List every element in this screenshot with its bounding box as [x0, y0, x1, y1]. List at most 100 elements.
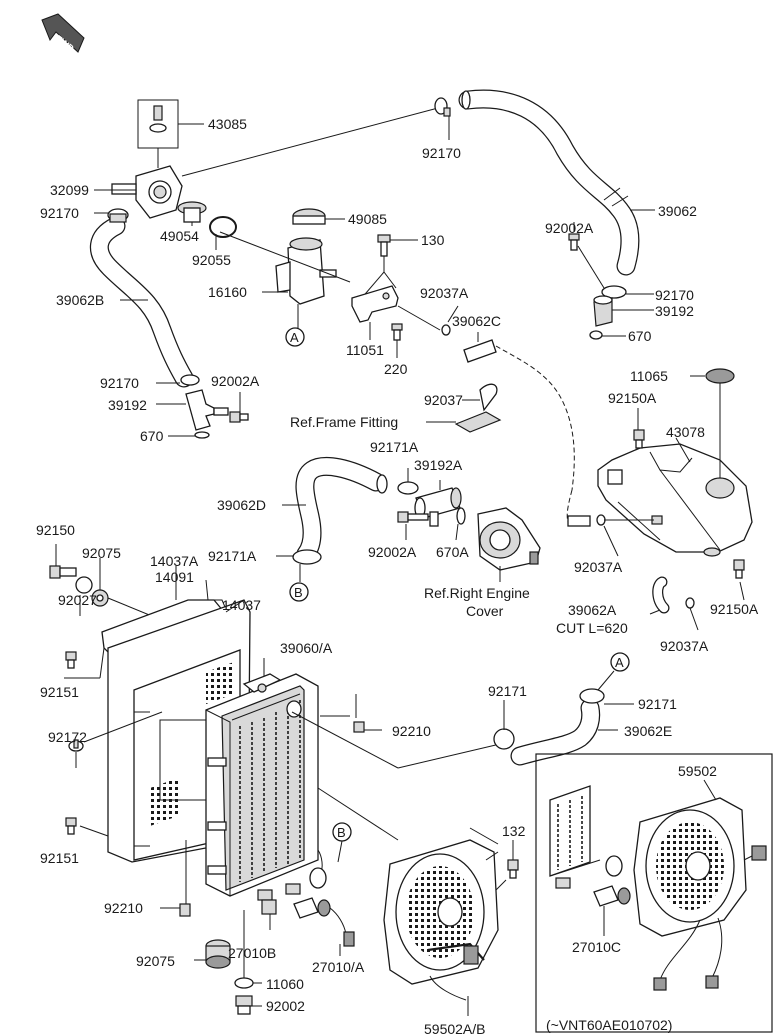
- label-92002a-top: 92002A: [545, 220, 594, 236]
- label-39062: 39062: [658, 203, 697, 219]
- label-92027: 92027: [58, 592, 97, 608]
- clamp-92170-right: [601, 285, 627, 299]
- o-ring-92055: [209, 216, 237, 238]
- clip-92210-low: [179, 903, 191, 917]
- hose-end-39062c: [567, 515, 591, 527]
- label-92150a-low: 92150A: [710, 601, 759, 617]
- fitting-39192a: [414, 487, 462, 527]
- label-49085: 49085: [348, 211, 387, 227]
- label-92002a-mid: 92002A: [211, 373, 260, 389]
- tank-cap-11065: [705, 368, 735, 384]
- hose-39062: [458, 89, 640, 276]
- sensor-27010b: [261, 899, 277, 915]
- label-92170-mid: 92170: [100, 375, 139, 391]
- bolt-92002a-mid: [229, 411, 249, 423]
- o-ring-670a: [456, 507, 466, 525]
- bolt-132: [507, 859, 519, 879]
- label-92170-left: 92170: [40, 205, 79, 221]
- label-132: 132: [502, 823, 526, 839]
- fitting-39192-mid: [185, 389, 229, 431]
- label-92055: 92055: [192, 252, 231, 268]
- label-92170-right: 92170: [655, 287, 694, 303]
- label-32099: 32099: [50, 182, 89, 198]
- grommet-92027: [75, 576, 93, 594]
- label-92002: 92002: [266, 998, 305, 1014]
- clamp-92171a-low: [292, 549, 322, 565]
- label-92151-low: 92151: [40, 850, 79, 866]
- radiator-cap-49085: [292, 208, 326, 225]
- bolt-92150a-low: [733, 559, 745, 579]
- label-39062b: 39062B: [56, 292, 104, 308]
- fwd-direction-icon: FWD: [41, 13, 85, 54]
- cooling-fan-59502ab: [383, 839, 499, 1001]
- label-inset-note: (~VNT60AE010702): [546, 1017, 672, 1033]
- hose-39062e: [510, 698, 601, 766]
- label-cut-length: CUT L=620: [556, 620, 628, 636]
- label-11060: 11060: [266, 976, 304, 992]
- marker-a-top: [285, 327, 305, 347]
- label-39192-mid: 39192: [108, 397, 147, 413]
- label-16160: 16160: [208, 284, 247, 300]
- label-14091: 14091: [155, 569, 194, 585]
- fan-switch-27010: [293, 897, 355, 947]
- label-59502ab: 59502A/B: [424, 1021, 486, 1036]
- bracket-11051: [351, 285, 399, 323]
- clamp-92037a-mid: [596, 514, 606, 526]
- thermostat-housing-cap: [111, 165, 183, 219]
- bolt-92150a-top: [633, 429, 645, 449]
- label-59502: 59502: [678, 763, 717, 779]
- label-39192a: 39192A: [414, 457, 463, 473]
- label-92150a-top: 92150A: [608, 390, 657, 406]
- label-92171a-top: 92171A: [370, 439, 419, 455]
- hose-39062a: [652, 576, 670, 614]
- label-27010c: 27010C: [572, 939, 621, 955]
- clip-92210-mid: [353, 721, 365, 733]
- clamp-92170-top: [434, 97, 451, 117]
- label-39062c: 39062C: [452, 313, 501, 329]
- damper-92075-low: [205, 939, 231, 969]
- label-92170-top: 92170: [422, 145, 461, 161]
- label-92171-mid: 92171: [488, 683, 527, 699]
- label-11065: 11065: [630, 368, 668, 384]
- label-92037a-low: 92037A: [660, 638, 709, 654]
- marker-b-left: [289, 582, 309, 602]
- label-92171-right: 92171: [638, 696, 677, 712]
- label-92210-low: 92210: [104, 900, 143, 916]
- label-92150: 92150: [36, 522, 75, 538]
- rivet-92172: [68, 739, 84, 752]
- label-220: 220: [384, 361, 408, 377]
- label-92172: 92172: [48, 729, 87, 745]
- clamp-92170-mid: [180, 374, 200, 386]
- bolt-92002a-top: [568, 233, 580, 251]
- label-11051: 11051: [346, 342, 384, 358]
- clamp-92037a-low: [685, 597, 695, 609]
- bolt-92002a-low: [397, 511, 429, 523]
- clamp-92171a-top: [397, 481, 419, 495]
- clamp-92171-mid: [493, 728, 515, 750]
- breather-hose-39062c: [463, 339, 497, 363]
- bolt-220: [391, 323, 403, 341]
- label-92151-top: 92151: [40, 684, 79, 700]
- marker-a-right: [610, 652, 630, 672]
- filler-neck-16160: [275, 237, 337, 305]
- label-39062d: 39062D: [217, 497, 266, 513]
- drain-bolt-92002: [235, 995, 253, 1015]
- marker-b-right-label: B: [337, 825, 346, 840]
- label-670-mid: 670: [140, 428, 164, 444]
- marker-b-left-label: B: [294, 585, 303, 600]
- label-14037: 14037: [222, 597, 261, 613]
- label-92037: 92037: [424, 392, 463, 408]
- label-39062e: 39062E: [624, 723, 672, 739]
- clamp-92171-right: [579, 688, 605, 704]
- label-92037a-top: 92037A: [420, 285, 469, 301]
- label-ref-frame-fitting: Ref.Frame Fitting: [290, 414, 398, 430]
- fitting-39192-right: [593, 295, 613, 327]
- label-27010b: 27010B: [228, 945, 276, 961]
- o-ring-670-mid: [194, 431, 210, 439]
- marker-a-right-label: A: [615, 655, 624, 670]
- reservoir-tank-43078: [597, 443, 753, 557]
- inset-earlier-model: [535, 753, 773, 1033]
- label-14037a: 14037A: [150, 553, 199, 569]
- label-39060: 39060/A: [280, 640, 333, 656]
